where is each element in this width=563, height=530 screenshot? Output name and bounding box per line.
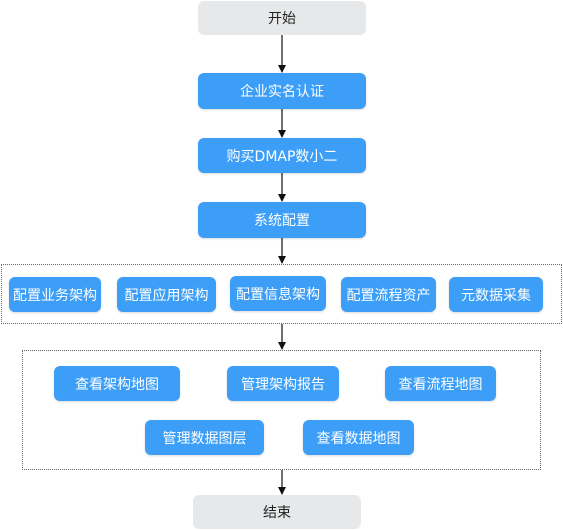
metadata-collection: 元数据采集 [449, 277, 543, 312]
config-process-assets: 配置流程资产 [341, 277, 436, 312]
step-purchase-dmap: 购买DMAP数小二 [198, 138, 366, 173]
step-system-config: 系统配置 [198, 202, 366, 238]
view-process-map: 查看流程地图 [385, 366, 496, 401]
view-group [22, 350, 541, 470]
step-enterprise-verification: 企业实名认证 [198, 73, 366, 109]
view-data-map: 查看数据地图 [303, 420, 414, 455]
end-node: 结束 [193, 495, 361, 529]
config-group [1, 264, 562, 324]
manage-data-layers: 管理数据图层 [145, 420, 264, 455]
start-node: 开始 [198, 1, 366, 35]
config-information-architecture: 配置信息架构 [230, 276, 326, 311]
manage-architecture-report: 管理架构报告 [227, 366, 339, 401]
config-business-architecture: 配置业务架构 [9, 277, 101, 312]
view-architecture-map: 查看架构地图 [54, 366, 180, 401]
config-application-architecture: 配置应用架构 [117, 277, 216, 312]
